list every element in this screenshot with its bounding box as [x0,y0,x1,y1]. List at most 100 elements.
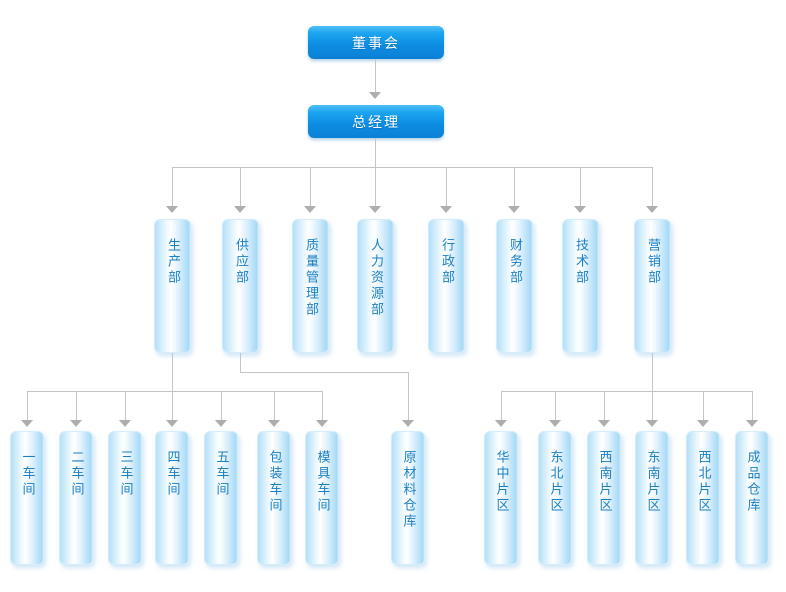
org-node-workshop-3[interactable]: 三车间 [108,431,142,565]
arrow-down-icon [495,420,507,427]
arrow-down-icon [549,420,561,427]
org-node-workshop-4[interactable]: 四车间 [155,431,189,565]
org-node-raw-material-warehouse-label: 原材料仓库 [400,450,416,530]
connector-vline [125,391,126,420]
org-node-quality-dept[interactable]: 质量管理部 [292,219,329,353]
org-node-hr-dept-label: 人力资源部 [368,238,383,318]
arrow-down-icon [304,206,316,213]
org-node-supply-dept[interactable]: 供应部 [222,219,259,353]
arrow-down-icon [234,206,246,213]
org-node-admin-dept[interactable]: 行政部 [428,219,465,353]
arrow-down-icon [119,420,131,427]
connector-vline [322,391,323,420]
connector-vline [652,167,653,206]
connector-vline [172,167,173,206]
connector-hline [172,167,653,168]
connector-vline [514,167,515,206]
connector-hline [240,372,408,373]
org-node-workshop-3-label: 三车间 [117,450,133,498]
org-node-general-manager-label: 总经理 [352,114,400,131]
org-node-hr-dept[interactable]: 人力资源部 [357,219,394,353]
org-node-finished-product-warehouse-label: 成品仓库 [744,450,760,514]
org-node-workshop-5-label: 五车间 [213,450,229,498]
connector-vline [221,391,222,420]
org-node-supply-dept-label: 供应部 [233,238,248,286]
arrow-down-icon [697,420,709,427]
org-node-tech-dept[interactable]: 技术部 [562,219,599,353]
org-node-central-china-region-label: 华中片区 [493,450,509,514]
org-node-southeast-region[interactable]: 东南片区 [635,431,669,565]
connector-vline [172,353,173,391]
connector-vline [652,391,653,420]
connector-hline [501,391,752,392]
connector-vline [580,167,581,206]
org-node-workshop-1-label: 一车间 [19,450,35,498]
org-node-workshop-2[interactable]: 二车间 [59,431,93,565]
org-node-central-china-region[interactable]: 华中片区 [484,431,518,565]
connector-vline [408,372,409,420]
org-node-raw-material-warehouse[interactable]: 原材料仓库 [391,431,425,565]
connector-vline [446,167,447,206]
connector-vline [375,167,376,206]
org-node-packaging-workshop[interactable]: 包装车间 [257,431,291,565]
org-node-board-label: 董事会 [352,35,400,52]
connector-vline [375,59,376,92]
org-node-northeast-region[interactable]: 东北片区 [538,431,572,565]
arrow-down-icon [598,420,610,427]
org-node-finance-dept-label: 财务部 [507,238,522,286]
connector-vline [555,391,556,420]
arrow-down-icon [316,420,328,427]
arrow-down-icon [508,206,520,213]
connector-vline [240,353,241,372]
connector-vline [375,138,376,167]
connector-vline [501,391,502,420]
arrow-down-icon [646,206,658,213]
arrow-down-icon [166,206,178,213]
org-node-general-manager[interactable]: 总经理 [308,105,444,138]
connector-vline [27,391,28,420]
connector-vline [172,391,173,420]
arrow-down-icon [215,420,227,427]
org-node-southwest-region-label: 西南片区 [596,450,612,514]
arrow-down-icon [402,420,414,427]
connector-vline [274,391,275,420]
org-node-marketing-dept[interactable]: 营销部 [634,219,671,353]
org-node-northwest-region-label: 西北片区 [695,450,711,514]
org-node-marketing-dept-label: 营销部 [645,238,660,286]
org-node-workshop-2-label: 二车间 [68,450,84,498]
org-node-board[interactable]: 董事会 [308,26,444,59]
org-node-finance-dept[interactable]: 财务部 [496,219,533,353]
connector-vline [76,391,77,420]
connector-vline [604,391,605,420]
org-node-finished-product-warehouse[interactable]: 成品仓库 [735,431,769,565]
org-node-southeast-region-label: 东南片区 [644,450,660,514]
org-node-tech-dept-label: 技术部 [573,238,588,286]
connector-vline [752,391,753,420]
arrow-down-icon [70,420,82,427]
arrow-down-icon [21,420,33,427]
org-node-workshop-4-label: 四车间 [164,450,180,498]
org-node-packaging-workshop-label: 包装车间 [266,450,282,514]
org-node-workshop-1[interactable]: 一车间 [10,431,44,565]
connector-vline [652,353,653,391]
org-node-production-dept[interactable]: 生产部 [154,219,191,353]
org-node-mold-workshop[interactable]: 模具车间 [305,431,339,565]
org-node-southwest-region[interactable]: 西南片区 [587,431,621,565]
org-node-admin-dept-label: 行政部 [439,238,454,286]
org-node-northeast-region-label: 东北片区 [547,450,563,514]
arrow-down-icon [369,206,381,213]
org-node-workshop-5[interactable]: 五车间 [204,431,238,565]
arrow-down-icon [574,206,586,213]
arrow-down-icon [268,420,280,427]
org-node-northwest-region[interactable]: 西北片区 [686,431,720,565]
connector-hline [27,391,323,392]
arrow-down-icon [369,92,381,99]
arrow-down-icon [440,206,452,213]
connector-vline [310,167,311,206]
connector-vline [703,391,704,420]
connector-vline [240,167,241,206]
org-node-production-dept-label: 生产部 [165,238,180,286]
org-node-quality-dept-label: 质量管理部 [303,238,318,318]
arrow-down-icon [646,420,658,427]
